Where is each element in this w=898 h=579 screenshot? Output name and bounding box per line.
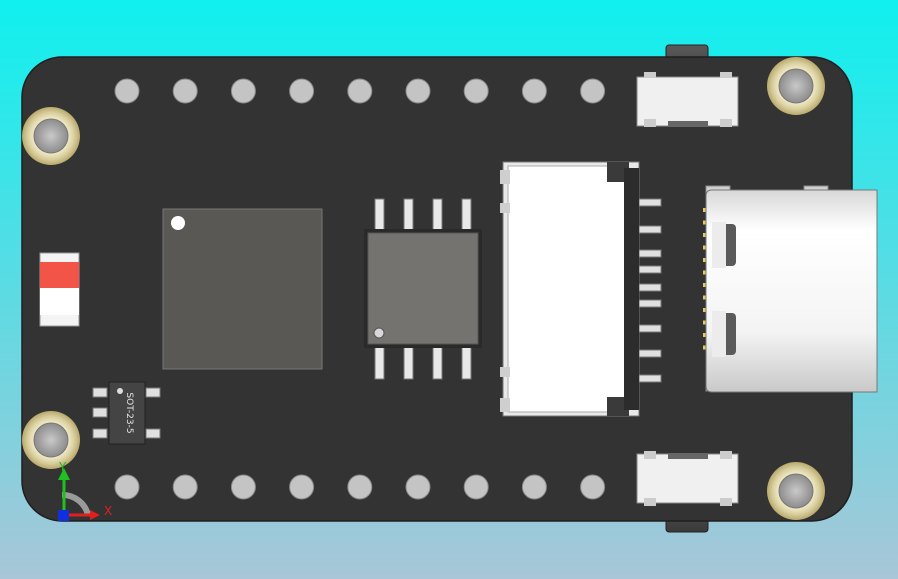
header-pad bbox=[521, 474, 547, 500]
header-pad bbox=[347, 78, 373, 104]
header-pad bbox=[172, 474, 198, 500]
ffc-pin bbox=[638, 299, 662, 308]
header-pad bbox=[580, 78, 606, 104]
ffc-pin bbox=[638, 198, 662, 207]
mounting-hole-top-right bbox=[767, 57, 825, 115]
bottom-header-pads bbox=[114, 474, 606, 500]
header-pad bbox=[230, 474, 256, 500]
qfn-chip bbox=[162, 208, 323, 370]
soic-pin bbox=[461, 198, 472, 232]
soic-pin bbox=[403, 345, 414, 380]
header-pad bbox=[114, 78, 140, 104]
ffc-pin bbox=[638, 324, 662, 333]
ffc-pin bbox=[638, 283, 662, 292]
soic-pin bbox=[432, 198, 443, 232]
soic-pin bbox=[461, 345, 472, 380]
ffc-pin bbox=[638, 225, 662, 234]
header-pad bbox=[230, 78, 256, 104]
header-pad bbox=[347, 474, 373, 500]
header-pad bbox=[172, 78, 198, 104]
header-pad bbox=[405, 78, 431, 104]
tactile-switch-bottom[interactable] bbox=[636, 451, 739, 506]
usb-c-connector[interactable] bbox=[703, 185, 878, 393]
soic-pin bbox=[374, 198, 385, 232]
header-pad bbox=[521, 78, 547, 104]
mounting-hole-top-left bbox=[22, 107, 80, 165]
tactile-switch-top[interactable] bbox=[636, 72, 739, 127]
header-pad bbox=[114, 474, 140, 500]
y-axis-label: Y bbox=[58, 460, 67, 474]
top-header-pads bbox=[114, 78, 606, 104]
axis-triad: X Y bbox=[58, 460, 112, 521]
led-component bbox=[39, 252, 80, 327]
ffc-pin bbox=[638, 265, 662, 274]
soic-pin bbox=[374, 345, 385, 380]
ffc-pin bbox=[638, 249, 662, 258]
soic-pin bbox=[403, 198, 414, 232]
sot23-label: SOT-23-5 bbox=[124, 392, 134, 433]
soic-pin bbox=[432, 345, 443, 380]
soic-chip bbox=[364, 198, 482, 380]
x-axis-label: X bbox=[104, 504, 112, 518]
header-pad bbox=[463, 78, 489, 104]
mounting-hole-bottom-right bbox=[767, 462, 825, 520]
ffc-connector bbox=[500, 161, 662, 417]
mounting-hole-bottom-left bbox=[22, 411, 80, 469]
header-pad bbox=[580, 474, 606, 500]
ffc-pin bbox=[638, 374, 662, 383]
sot23-chip: SOT-23-5 bbox=[92, 381, 161, 445]
header-pad bbox=[289, 474, 315, 500]
header-pad bbox=[405, 474, 431, 500]
header-pad bbox=[289, 78, 315, 104]
header-pad bbox=[463, 474, 489, 500]
ffc-pin bbox=[638, 349, 662, 358]
